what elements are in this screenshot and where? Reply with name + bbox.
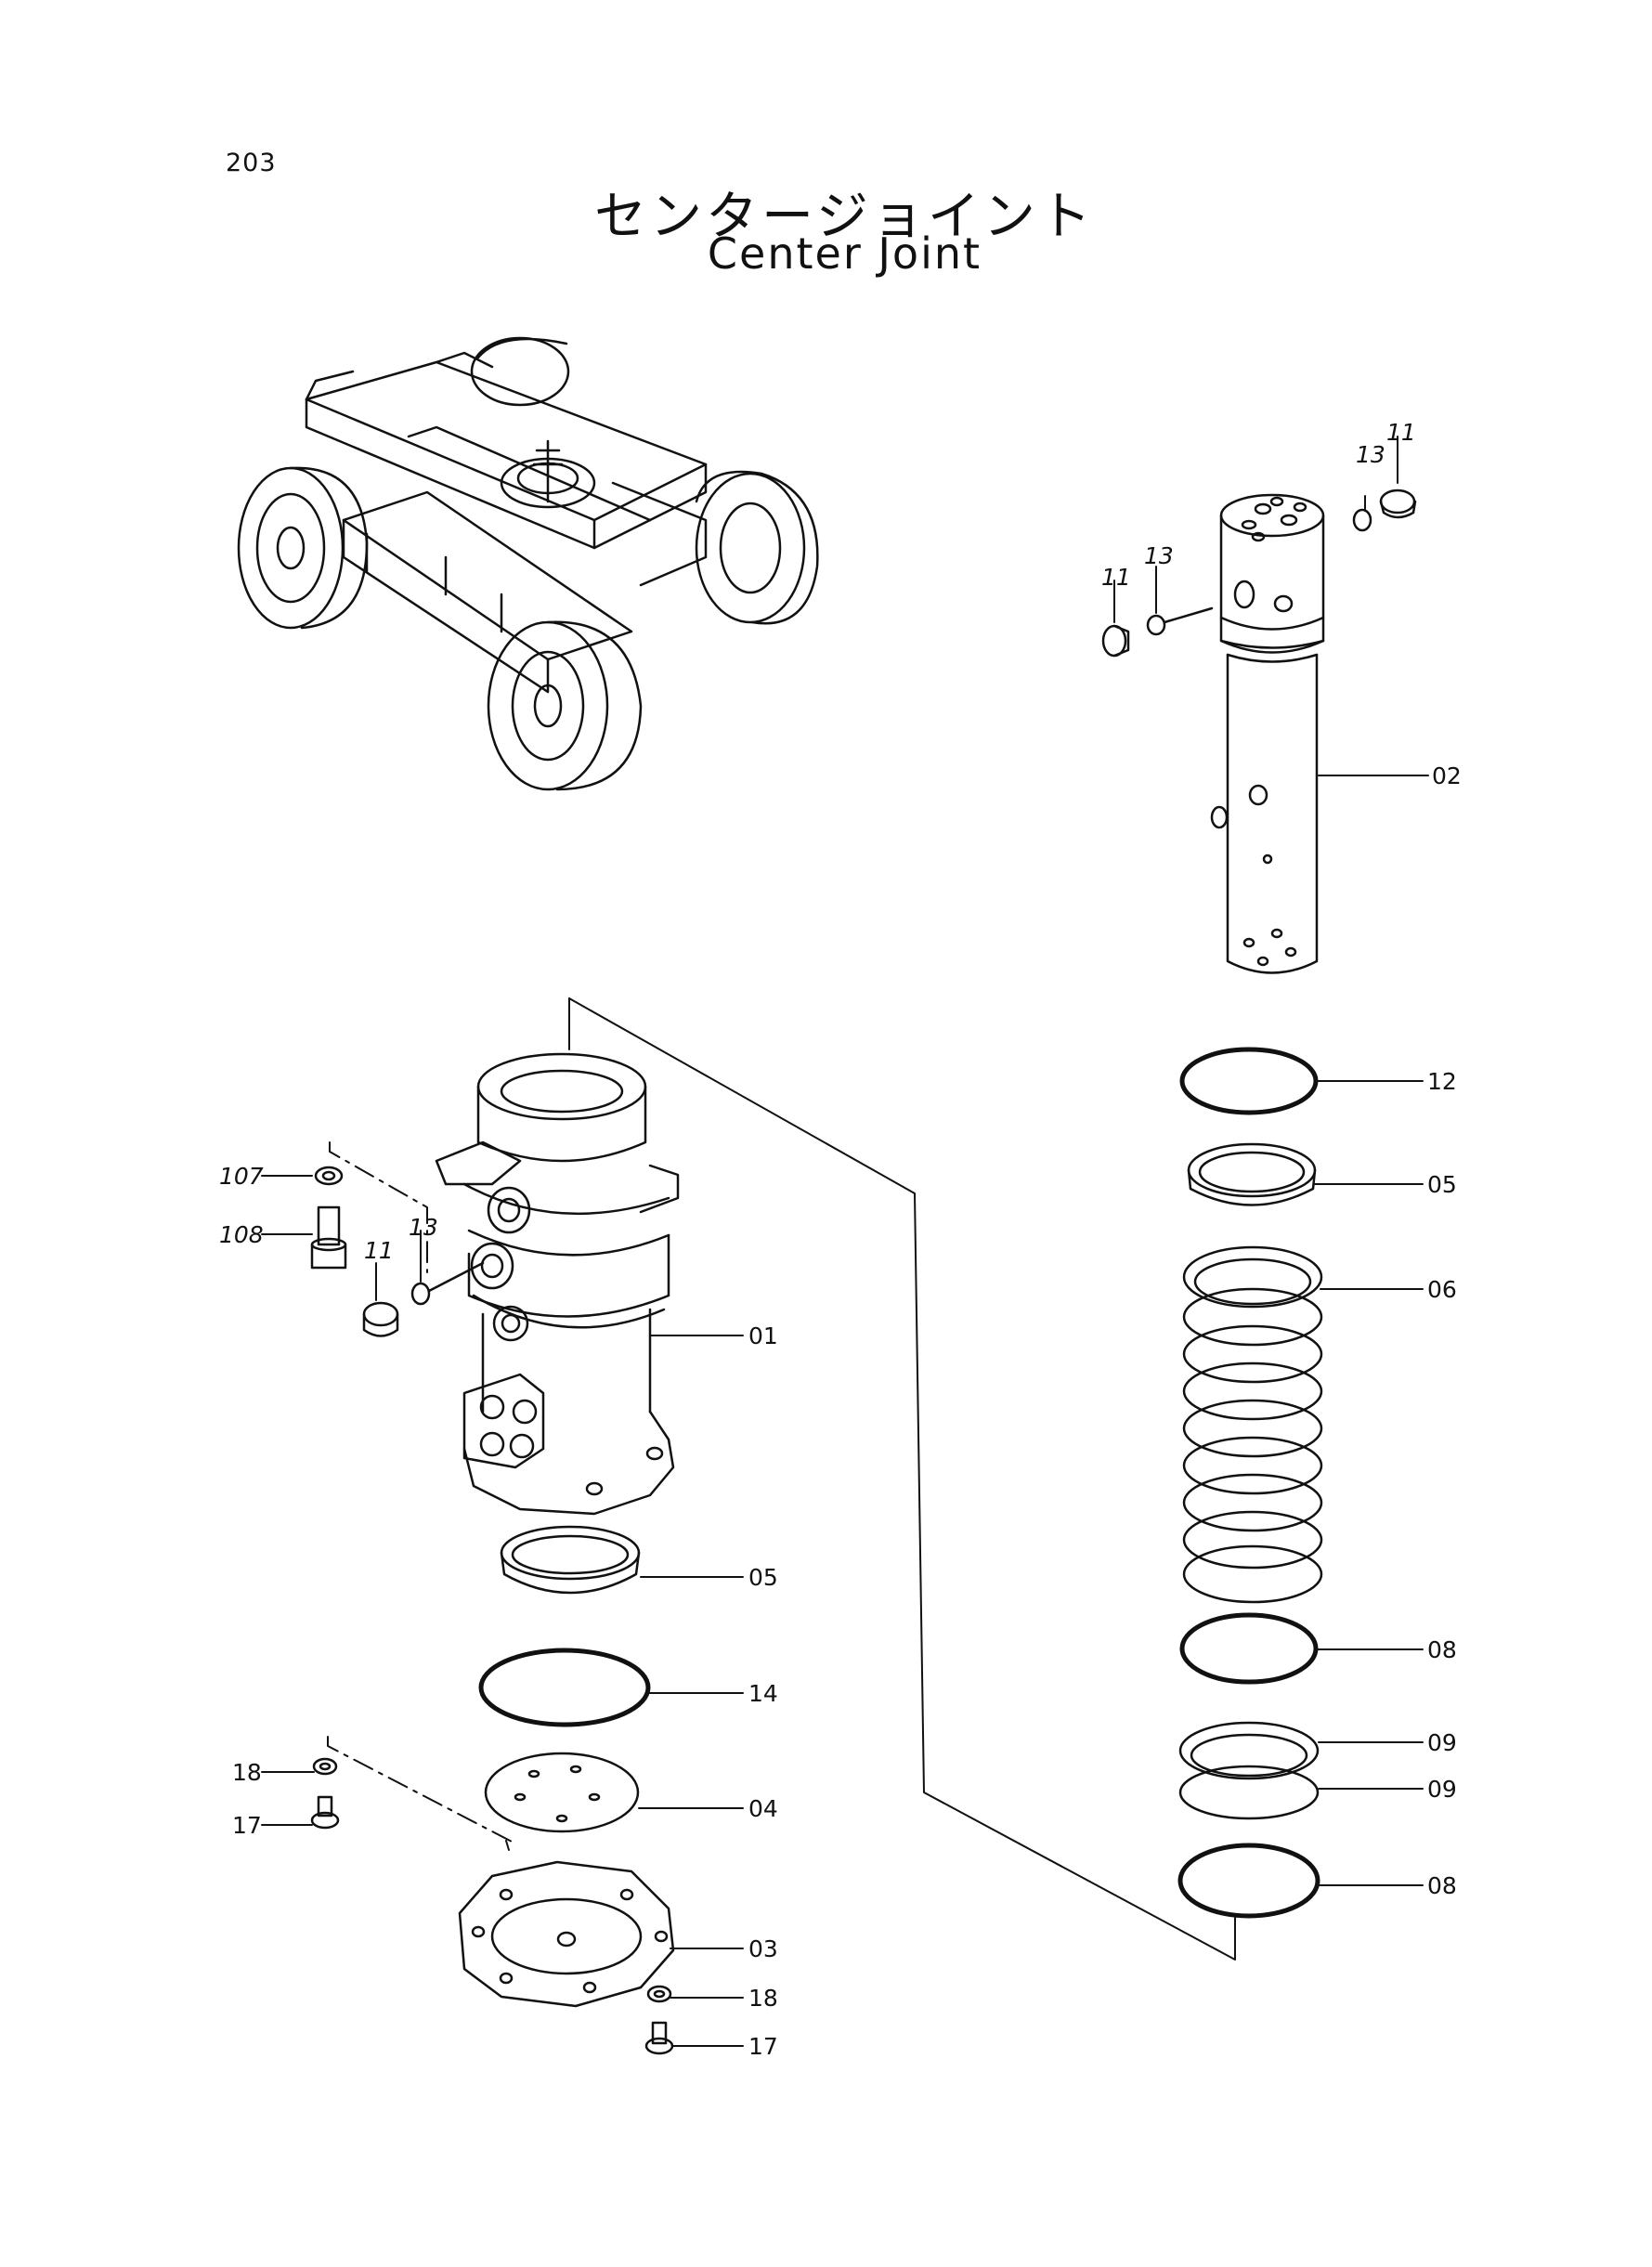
label-05-right: 05 — [1427, 1171, 1457, 1198]
spindle-assembly — [1101, 489, 1417, 1919]
label-13-top: 13 — [1356, 441, 1385, 468]
assembly-lines — [327, 997, 1236, 1961]
label-09-lower: 09 — [1427, 1776, 1457, 1803]
label-108: 108 — [219, 1221, 264, 1248]
label-11-spindle: 11 — [1101, 564, 1131, 591]
label-14: 14 — [748, 1680, 778, 1707]
leader-lines — [261, 436, 1429, 2047]
label-06: 06 — [1427, 1276, 1457, 1303]
title-english: Center Joint — [707, 228, 982, 279]
label-12: 12 — [1427, 1068, 1457, 1095]
label-09-upper: 09 — [1427, 1729, 1457, 1756]
label-11-body: 11 — [364, 1237, 394, 1264]
label-18-left: 18 — [232, 1759, 262, 1786]
label-13-spindle: 13 — [1144, 542, 1174, 569]
label-17-left: 17 — [232, 1812, 262, 1839]
label-03: 03 — [748, 1935, 778, 1962]
label-04: 04 — [748, 1795, 778, 1822]
body-assembly — [310, 1052, 680, 2055]
label-17-right: 17 — [748, 2033, 778, 2060]
label-11-top: 11 — [1386, 419, 1416, 446]
page-number: 203 — [226, 149, 277, 177]
label-05-left: 05 — [748, 1564, 778, 1591]
label-08-lower: 08 — [1427, 1872, 1457, 1899]
seal-stack — [1182, 1245, 1323, 1604]
label-107: 107 — [219, 1163, 264, 1190]
part-labels: 11 13 11 13 02 12 05 06 08 09 09 08 107 … — [219, 419, 1462, 2060]
label-02: 02 — [1432, 762, 1462, 789]
label-08-upper: 08 — [1427, 1636, 1457, 1663]
title-japanese: センタージョイント — [594, 187, 1095, 247]
label-18-right: 18 — [748, 1985, 778, 2012]
label-01: 01 — [748, 1322, 778, 1349]
undercarriage-illustration — [237, 336, 819, 791]
label-13-body: 13 — [409, 1214, 438, 1241]
